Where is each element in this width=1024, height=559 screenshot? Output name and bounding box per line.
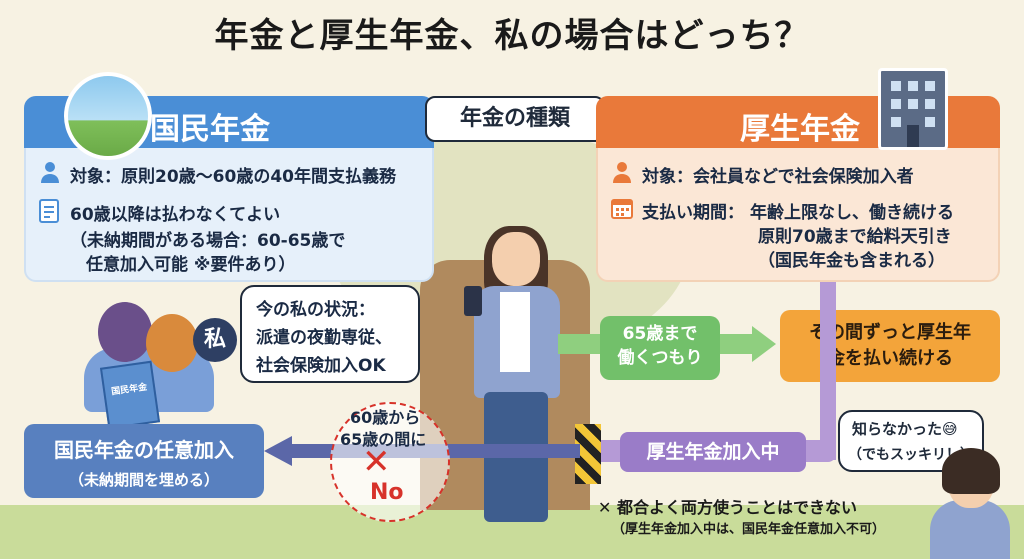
person-icon	[38, 160, 62, 188]
work-until-line-2: 働くつもり	[617, 348, 703, 368]
kokumin-target: 対象：原則20歳～60歳の40年間支払義務	[70, 167, 396, 187]
person-hair	[942, 448, 1000, 494]
kokumin-after60: 60歳以降は払わなくてよい	[70, 205, 281, 225]
me-badge: 私	[193, 318, 237, 362]
kousei-joining-box: 厚生年金加入中	[620, 432, 806, 472]
booklet-label: 国民年金	[110, 382, 148, 398]
sky-icon	[64, 72, 152, 160]
remark-text: 知らなかった	[852, 420, 943, 438]
warning-main: ✕ 都合よく両方使うことはできない	[598, 498, 857, 517]
kokumin-note-1: （未納期間がある場合：60-65歳で	[70, 231, 346, 251]
kousei-title: 厚生年金	[740, 112, 860, 147]
building-icon	[878, 68, 948, 150]
arrow-left-icon	[264, 436, 292, 466]
kousei-period-1: 年齢上限なし、働き続ける	[750, 203, 954, 223]
nini-box: 国民年金の任意加入 （未納期間を埋める）	[24, 424, 264, 498]
arrow-right-icon	[752, 326, 776, 362]
no-circle	[330, 402, 450, 522]
pension-types-label: 年金の種類	[425, 96, 605, 142]
person-figure	[930, 500, 1010, 559]
person-icon	[610, 160, 634, 188]
work-until-line-1: 65歳まで	[622, 324, 698, 344]
work-until-box: 65歳まで 働くつもり	[600, 316, 720, 380]
keep-paying-box: その間ずっと厚生年 金を払い続ける	[780, 310, 1000, 382]
me-line-2: 派遣の夜勤専従、	[256, 328, 392, 348]
keep-paying-line-2: 金を払い続ける	[827, 348, 953, 369]
kousei-period-label: 支払い期間：	[642, 203, 744, 223]
cross-icon: ✕	[362, 442, 391, 482]
woman-shirt	[500, 292, 530, 372]
remark-line-1: 知らなかった😅	[852, 418, 958, 439]
person-figure	[146, 314, 198, 372]
kousei-period-3: （国民年金も含まれる）	[758, 251, 945, 271]
calendar-icon	[610, 196, 634, 224]
person-figure	[98, 302, 152, 362]
page-title: 年金と厚生年金、私の場合はどっち？	[214, 16, 810, 56]
purple-connector	[820, 282, 836, 460]
nini-title: 国民年金の任意加入	[54, 438, 234, 462]
age-range-line-2: 65歳の間に	[340, 430, 427, 449]
sweat-smile-icon: 😅	[942, 420, 958, 438]
kousei-period-2: 原則70歳まで給料天引き	[758, 227, 952, 247]
document-icon	[38, 198, 62, 228]
nini-sub: （未納期間を埋める）	[68, 471, 219, 489]
me-speech-bubble: 今の私の状況： 派遣の夜勤専従、 社会保険加入OK	[240, 285, 420, 383]
me-line-3: 社会保険加入OK	[256, 356, 386, 376]
remark-bubble: 知らなかった😅 （でもスッキリ！）	[838, 410, 984, 472]
pension-booklet: 国民年金	[99, 360, 161, 430]
no-label: No	[370, 480, 404, 505]
kokumin-note-2: 任意加入可能 ※要件あり）	[86, 255, 296, 275]
keep-paying-line-1: その間ずっと厚生年	[809, 322, 971, 343]
phone-icon	[464, 286, 482, 316]
kokumin-title: 国民年金	[150, 112, 270, 147]
warning-sub: （厚生年金加入中は、国民年金任意加入不可）	[612, 522, 886, 537]
woman-head	[492, 232, 540, 286]
remark-line-2: （でもスッキリ！）	[848, 447, 974, 463]
me-line-1: 今の私の状況：	[256, 300, 375, 320]
age-range-line-1: 60歳から	[350, 408, 421, 427]
kousei-target: 対象：会社員などで社会保険加入者	[642, 167, 914, 187]
